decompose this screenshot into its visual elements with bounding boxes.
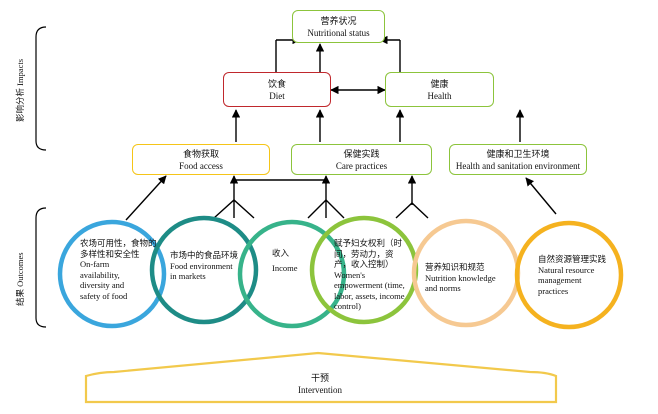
impacts-bracket [35,26,47,151]
impacts-label: 影响分析 Impacts [15,58,25,122]
circle-text-farm: 农场可用性，食物的多样性和安全性 On-farm availability, d… [80,238,160,301]
health-sanitation-zh: 健康和卫生环境 [486,148,550,159]
food-access-en: Food access [179,160,223,171]
fork-left [213,199,255,219]
outcomes-bracket [35,207,47,328]
circle-farm-zh: 农场可用性，食物的多样性和安全性 [80,238,157,259]
fork-center [307,199,345,219]
intervention-shape [84,351,558,404]
care-practices-en: Care practices [335,160,388,171]
nutritional-status-en: Nutritional status [307,27,370,38]
food-access-box: 食物获取 Food access [132,144,270,175]
diet-en: Diet [269,90,285,101]
circle-nrm-en: Natural resource management practices [538,264,595,296]
outcomes-label: 结果 Outcomes [15,252,25,306]
diet-box: 饮食 Diet [223,72,331,107]
health-zh: 健康 [430,78,449,89]
health-sanitation-en: Health and sanitation environment [455,160,581,171]
care-practices-zh: 保健实践 [343,148,380,159]
circle-text-women: 赋予妇女权利（时间，劳动力，资产，收入控制） Women's empowerme… [334,238,410,312]
circle-text-knowledge: 营养知识和规范 Nutrition knowledge and norms [425,262,509,294]
circle-farm-en: On-farm availability, diversity and safe… [80,259,128,301]
circle-income-ring [237,219,347,329]
circle-women-zh: 赋予妇女权利（时间，劳动力，资产，收入控制） [334,238,403,269]
circle-markets-en: Food environment in markets [170,260,233,282]
nutritional-status-zh: 营养状况 [320,15,357,26]
outcome-circles [57,215,624,330]
circle-text-income: 收入 Income [272,248,322,273]
food-access-zh: 食物获取 [182,148,219,159]
nutritional-status-box: 营养状况 Nutritional status [292,10,385,43]
circle-farm-ring [57,219,167,329]
circle-income-en: Income [272,262,298,273]
care-practices-box: 保健实践 Care practices [291,144,432,175]
circle-knowledge-zh: 营养知识和规范 [425,262,485,272]
health-sanitation-box: 健康和卫生环境 Health and sanitation environmen… [449,144,587,175]
diet-zh: 饮食 [267,78,286,89]
fork-right [395,202,429,219]
health-box: 健康 Health [385,72,494,107]
arrow-farm-to-food [125,175,167,221]
intervention-en: Intervention [298,385,342,395]
intervention-zh: 干预 [310,373,329,383]
circle-knowledge-en: Nutrition knowledge and norms [425,272,496,294]
circle-nrm-zh: 自然资源管理实践 [538,254,607,264]
health-en: Health [427,90,452,101]
circle-text-markets: 市场中的食品环境 Food environment in markets [170,250,248,282]
circle-women-en: Women's empowerment (time, labor, assets… [334,269,405,312]
circle-markets-ring [149,215,259,325]
circle-nrm-ring [514,220,624,330]
circle-income-zh: 收入 [272,248,290,258]
circle-text-nrm: 自然资源管理实践 Natural resource management pra… [538,254,618,296]
intervention-label: 干预 Intervention [270,372,370,396]
arrow-nrm-to-sanitation [525,177,557,215]
circle-markets-zh: 市场中的食品环境 [170,250,239,260]
